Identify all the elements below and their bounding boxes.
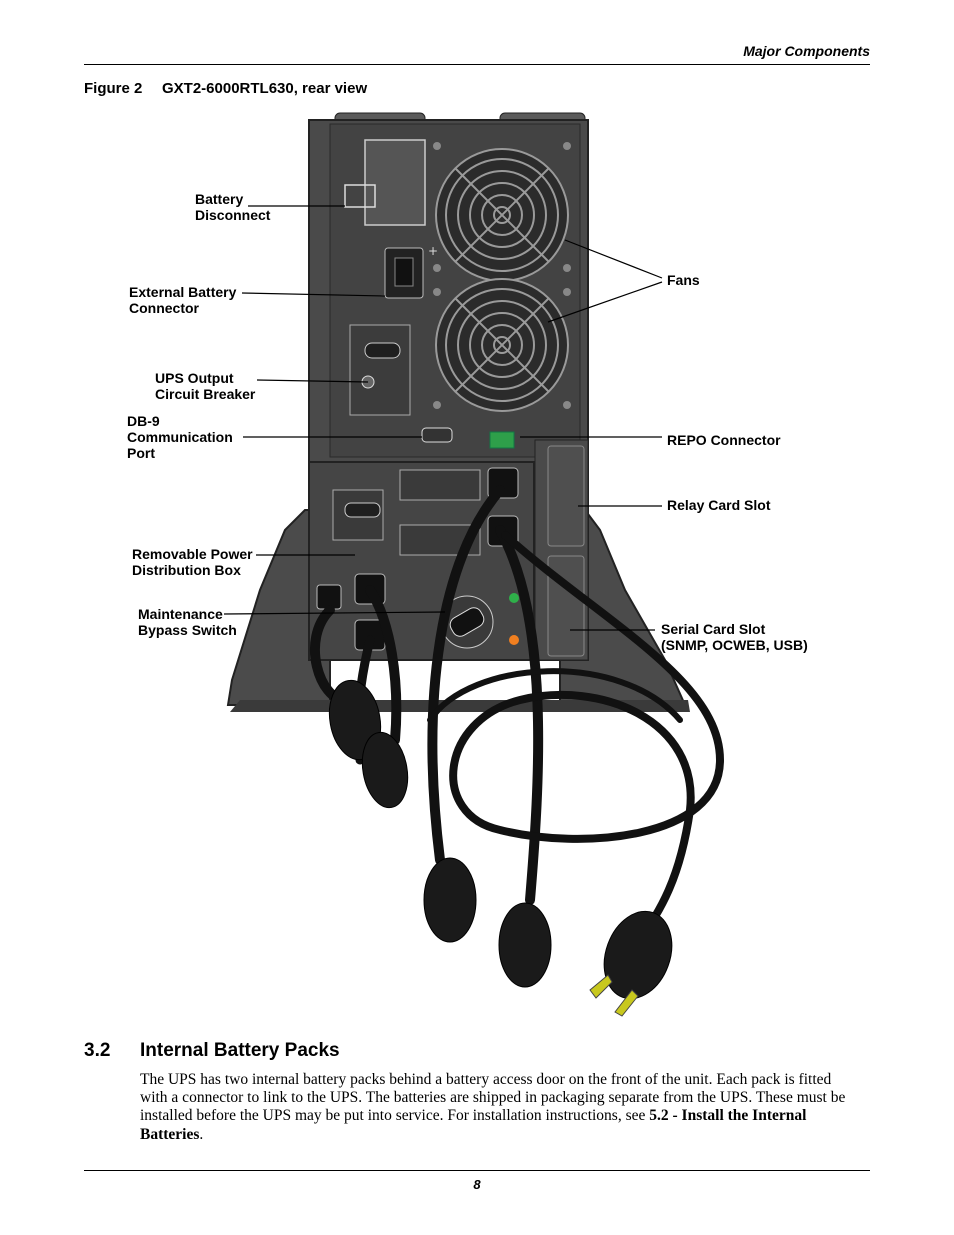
figure-number: Figure 2 bbox=[84, 80, 143, 97]
cross-reference-link[interactable]: 5.2 - Install the Internal Batteries bbox=[140, 1107, 807, 1143]
running-header: Major Components bbox=[743, 43, 870, 59]
maintenance-bypass-label: Maintenance Bypass Switch bbox=[138, 606, 237, 638]
fan-lower bbox=[435, 278, 569, 412]
body-paragraph-end: . bbox=[199, 1125, 204, 1143]
external-battery-connector-label: External Battery Connector bbox=[129, 284, 237, 316]
ups-rear-view-figure: + bbox=[127, 112, 808, 1017]
section-number: 3.2 bbox=[84, 1040, 111, 1061]
svg-text:+: + bbox=[428, 244, 438, 258]
relay-card-slot-label: Relay Card Slot bbox=[667, 497, 771, 513]
serial-card-slot-label: Serial Card Slot (SNMP, OCWEB, USB) bbox=[661, 621, 808, 653]
removable-pdb-label: Removable Power Distribution Box bbox=[132, 546, 253, 578]
repo-connector-label: REPO Connector bbox=[667, 432, 781, 448]
header-rule bbox=[84, 64, 870, 65]
repo-connector bbox=[489, 431, 515, 449]
footer-rule bbox=[84, 1170, 870, 1171]
body-paragraph: The UPS has two internal battery packs b… bbox=[140, 1071, 846, 1125]
connector-plug bbox=[328, 679, 673, 1000]
section-body: The UPS has two internal battery packs b… bbox=[140, 1071, 860, 1144]
relay-card-slot bbox=[547, 445, 585, 547]
figure-title: GXT2-6000RTL630, rear view bbox=[162, 80, 368, 97]
fan-upper bbox=[435, 148, 569, 282]
ups-output-breaker bbox=[349, 324, 411, 416]
fans-label: Fans bbox=[667, 272, 700, 288]
ups-output-breaker-label: UPS Output Circuit Breaker bbox=[155, 370, 256, 402]
section-title: Internal Battery Packs bbox=[140, 1040, 340, 1061]
battery-disconnect-label: Battery Disconnect bbox=[195, 191, 271, 223]
figure-caption: Figure 2 GXT2-6000RTL630, rear view bbox=[84, 80, 367, 97]
power-cords bbox=[310, 485, 725, 944]
section-heading: 3.2 Internal Battery Packs bbox=[84, 1040, 340, 1062]
battery-disconnect-switch bbox=[364, 139, 426, 226]
db9-port bbox=[421, 427, 453, 443]
db9-port-label: DB-9 Communication Port bbox=[127, 413, 233, 461]
maintenance-bypass-switch bbox=[440, 595, 494, 649]
page-number: 8 bbox=[473, 1177, 481, 1192]
ups-rear-illustration: + bbox=[223, 112, 725, 1017]
